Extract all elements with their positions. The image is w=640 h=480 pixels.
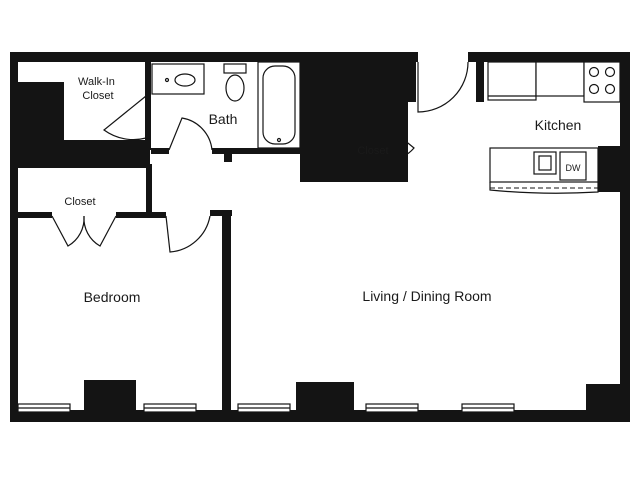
- sink-icon: [174, 73, 196, 87]
- entry-door: [417, 61, 469, 113]
- exterior-walls: [10, 52, 630, 422]
- center-closet-door: [386, 125, 415, 161]
- island-overhang: [489, 182, 599, 194]
- refrigerator: [487, 61, 537, 101]
- bath-fixtures: [151, 61, 301, 149]
- label-closet-bedroom: Closet: [64, 196, 95, 208]
- bedroom-closet-door-right: [83, 215, 117, 247]
- dishwasher: [559, 151, 587, 181]
- toilet-icon: [225, 74, 245, 102]
- label-kitchen: Kitchen: [535, 117, 582, 133]
- structural-columns: [18, 62, 620, 410]
- windows: [17, 403, 515, 413]
- label-walk-in-closet: Walk-In Closet: [78, 76, 118, 102]
- label-closet-center: Closet: [357, 145, 388, 157]
- cooktop: [583, 61, 621, 103]
- burner-icon: [588, 66, 600, 78]
- walk-in-line-1: Walk-In: [78, 76, 115, 88]
- counter: [535, 61, 585, 97]
- toilet-tank: [223, 63, 247, 74]
- walk-in-line-2: Closet: [82, 90, 113, 102]
- label-bedroom: Bedroom: [84, 289, 141, 305]
- label-bath: Bath: [209, 111, 238, 127]
- label-living-dining: Living / Dining Room: [362, 288, 491, 304]
- burner-icon: [604, 83, 616, 95]
- bath-door: [168, 117, 213, 151]
- label-dishwasher: DW: [566, 163, 581, 173]
- walk-in-closet-door: [103, 95, 147, 141]
- burner-icon: [588, 83, 600, 95]
- burner-icon: [604, 66, 616, 78]
- interior-walls: [18, 62, 484, 410]
- room-labels: Walk-In Closet Bath Closet Kitchen DW Cl…: [64, 76, 581, 305]
- kitchen-fixtures: [487, 61, 621, 194]
- bedroom-closet-door-left: [51, 215, 85, 247]
- bedroom-door: [165, 215, 211, 253]
- doors: [51, 61, 469, 253]
